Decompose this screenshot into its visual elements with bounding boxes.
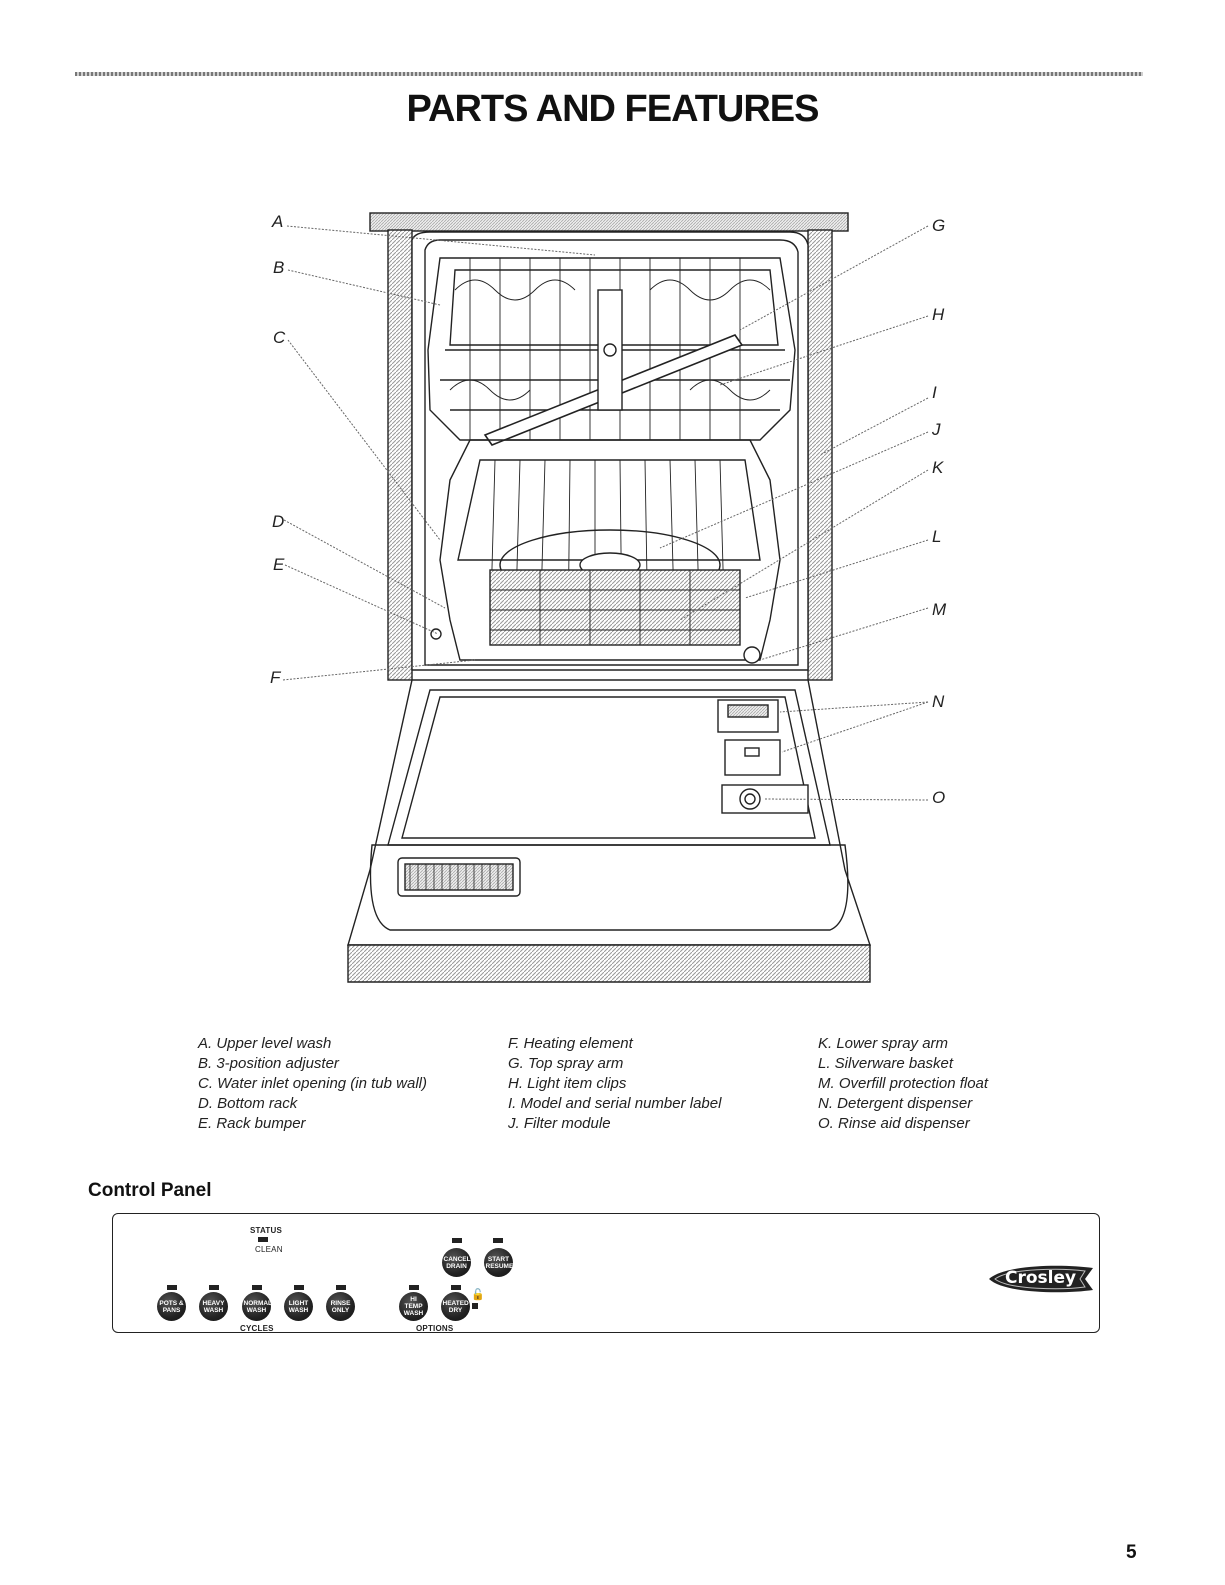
top-rule bbox=[75, 72, 1143, 76]
legend-column-1: A. Upper level wash B. 3-position adjust… bbox=[198, 1034, 427, 1134]
pots-pans-button[interactable]: POTS & PANS bbox=[157, 1292, 186, 1321]
status-label: STATUS bbox=[250, 1226, 283, 1235]
legend-item: F. Heating element bbox=[508, 1035, 633, 1052]
cycle-led bbox=[167, 1285, 177, 1290]
callout-g: G bbox=[932, 216, 946, 235]
legend-item: A. Upper level wash bbox=[198, 1035, 332, 1052]
clean-label: CLEAN bbox=[255, 1245, 283, 1254]
legend-item: G. Top spray arm bbox=[508, 1055, 624, 1072]
cycle-led bbox=[209, 1285, 219, 1290]
callout-b: B bbox=[273, 258, 285, 277]
start-led bbox=[493, 1238, 503, 1243]
options-label: OPTIONS bbox=[416, 1324, 454, 1333]
heated-dry-button[interactable]: HEATED DRY bbox=[441, 1292, 470, 1321]
callout-m: M bbox=[932, 600, 947, 619]
lock-led bbox=[472, 1303, 478, 1309]
legend-item: B. 3-position adjuster bbox=[198, 1055, 339, 1072]
callout-n: N bbox=[932, 692, 945, 711]
cycles-label: CYCLES bbox=[240, 1324, 274, 1333]
heavy-wash-button[interactable]: HEAVY WASH bbox=[199, 1292, 228, 1321]
legend-item: M. Overfill protection float bbox=[818, 1075, 989, 1092]
callout-i: I bbox=[932, 383, 937, 402]
cancel-drain-button[interactable]: CANCEL DRAIN bbox=[442, 1248, 471, 1277]
legend-item: O. Rinse aid dispenser bbox=[818, 1115, 970, 1132]
dishwasher-diagram bbox=[282, 212, 929, 983]
control-panel-heading: Control Panel bbox=[88, 1180, 212, 1201]
legend-item: E. Rack bumper bbox=[198, 1115, 306, 1132]
brand-logo-text: Crosley bbox=[1005, 1268, 1077, 1288]
cancel-led bbox=[452, 1238, 462, 1243]
cycle-led bbox=[252, 1285, 262, 1290]
legend-item: D. Bottom rack bbox=[198, 1095, 298, 1112]
callout-j: J bbox=[932, 420, 941, 439]
legend-item: C. Water inlet opening (in tub wall) bbox=[198, 1075, 427, 1092]
option-led bbox=[409, 1285, 419, 1290]
callout-f: F bbox=[270, 668, 281, 687]
start-resume-button[interactable]: START RESUME bbox=[484, 1248, 513, 1277]
callout-o: O bbox=[932, 788, 946, 807]
hi-temp-wash-button[interactable]: HI TEMP WASH bbox=[399, 1292, 428, 1321]
option-led bbox=[451, 1285, 461, 1290]
callout-c: C bbox=[273, 328, 286, 347]
control-panel bbox=[112, 1213, 1100, 1333]
light-wash-button[interactable]: LIGHT WASH bbox=[284, 1292, 313, 1321]
normal-wash-button[interactable]: NORMAL WASH bbox=[242, 1292, 272, 1321]
lock-icon: 🔓 bbox=[471, 1289, 485, 1301]
legend-item: L. Silverware basket bbox=[818, 1055, 954, 1072]
rinse-only-button[interactable]: RINSE ONLY bbox=[326, 1292, 355, 1321]
legend-item: I. Model and serial number label bbox=[508, 1095, 722, 1112]
page-number: 5 bbox=[1126, 1542, 1137, 1563]
legend-item: H. Light item clips bbox=[508, 1075, 627, 1092]
cycle-led bbox=[294, 1285, 304, 1290]
legend-column-2: F. Heating element G. Top spray arm H. L… bbox=[508, 1034, 721, 1134]
legend-item: K. Lower spray arm bbox=[818, 1035, 949, 1052]
page-title: PARTS AND FEATURES bbox=[406, 88, 820, 130]
legend-column-3: K. Lower spray arm L. Silverware basket … bbox=[818, 1034, 988, 1134]
callout-h: H bbox=[932, 305, 945, 324]
legend-item: J. Filter module bbox=[508, 1115, 611, 1132]
legend-item: N. Detergent dispenser bbox=[818, 1095, 973, 1112]
callout-k: K bbox=[932, 458, 944, 477]
crosley-logo bbox=[989, 1265, 1093, 1293]
cycle-led bbox=[336, 1285, 346, 1290]
callout-l: L bbox=[932, 527, 942, 546]
status-led bbox=[258, 1237, 268, 1242]
callout-a: A bbox=[272, 212, 284, 231]
callout-d: D bbox=[272, 512, 285, 531]
callout-e: E bbox=[273, 555, 285, 574]
